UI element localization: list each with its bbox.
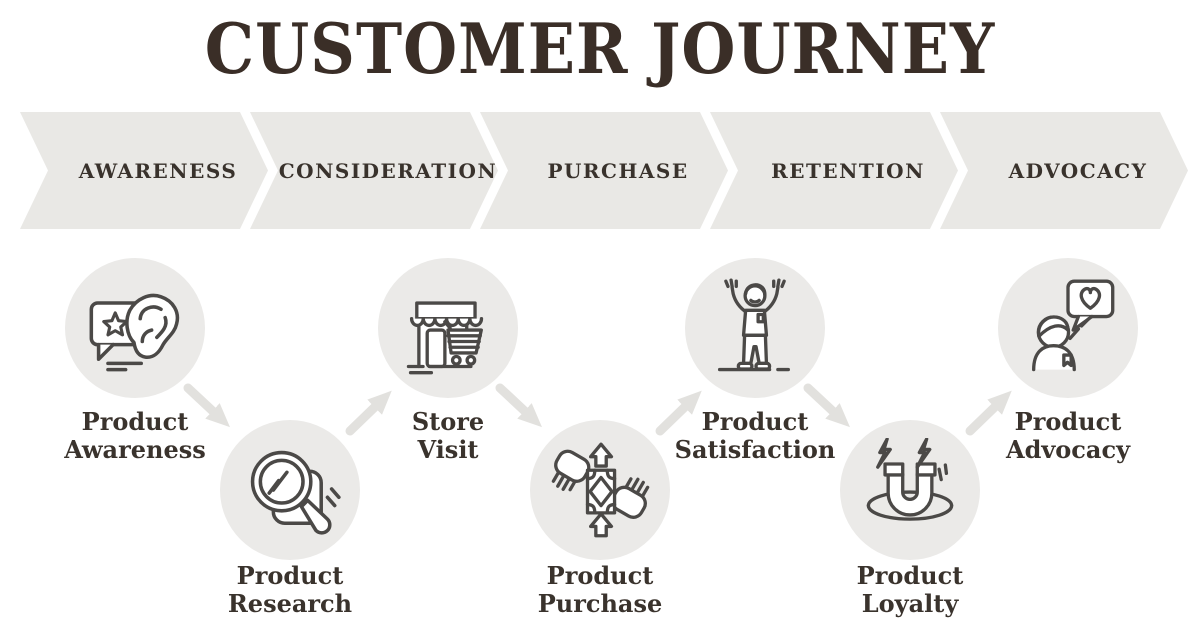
stage-label-awareness: AWARENESS — [78, 158, 238, 183]
storefront-cart-icon — [406, 301, 484, 375]
step-circle-store-visit — [378, 258, 518, 398]
cheering-person-icon — [717, 278, 790, 372]
step-label-product-purchase: Product Purchase — [537, 561, 663, 618]
step-label-product-advocacy: Product Advocacy — [1005, 407, 1131, 464]
step-circle-product-loyalty — [840, 420, 980, 560]
stage-chevron-retention: RETENTION — [710, 112, 958, 229]
stage-label-purchase: PURCHASE — [547, 158, 689, 183]
ear-speech-bubble-icon — [89, 293, 180, 372]
money-exchange-hands-icon — [551, 442, 650, 538]
magnifier-search-icon — [250, 450, 341, 535]
stage-banner: AWARENESS CONSIDERATION PURCHASE RETENTI… — [0, 112, 1200, 229]
step-circle-product-research — [220, 420, 360, 560]
stage-chevron-consideration: CONSIDERATION — [250, 112, 498, 229]
step-circle-product-awareness — [65, 258, 205, 398]
page-title: CUSTOMER JOURNEY — [204, 8, 996, 90]
step-label-product-research: Product Research — [227, 561, 353, 618]
person-heart-speech-icon — [1032, 279, 1115, 372]
step-label-product-loyalty: Product Loyalty — [856, 561, 964, 618]
step-label-product-satisfaction: Product Satisfaction — [674, 407, 836, 464]
stage-label-advocacy: ADVOCACY — [1008, 158, 1148, 183]
stage-chevron-awareness: AWARENESS — [20, 112, 268, 229]
stage-label-consideration: CONSIDERATION — [278, 158, 498, 183]
step-label-product-awareness: Product Awareness — [64, 407, 206, 464]
step-label-store-visit: Store Visit — [411, 407, 485, 464]
step-circle-product-advocacy — [998, 258, 1138, 398]
step-circle-product-purchase — [530, 420, 670, 560]
stage-label-retention: RETENTION — [771, 158, 925, 183]
stage-chevron-purchase: PURCHASE — [480, 112, 728, 229]
step-circle-product-satisfaction — [685, 258, 825, 398]
stage-chevron-advocacy: ADVOCACY — [940, 112, 1188, 229]
magnet-attraction-icon — [866, 438, 954, 521]
